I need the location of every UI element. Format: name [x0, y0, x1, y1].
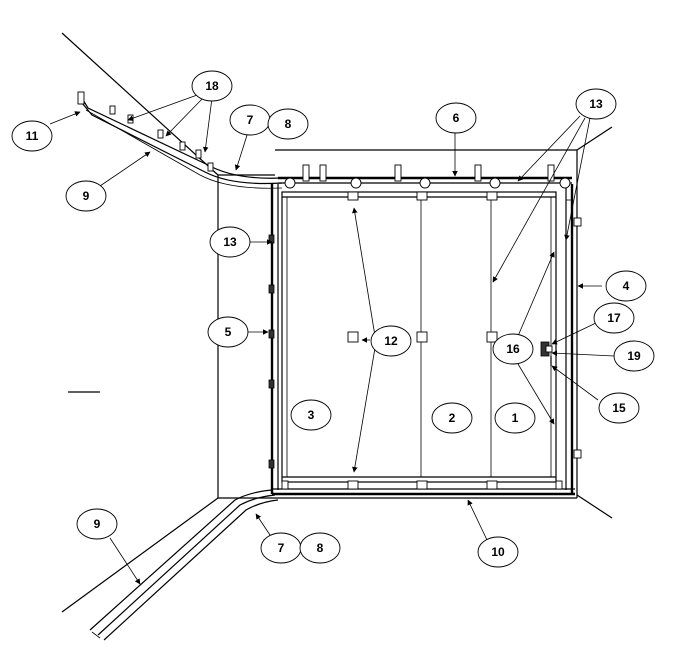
callout-8-bottom-label: 8 — [317, 541, 324, 555]
top-curved-rail — [77, 91, 283, 189]
callout-10: 10 — [477, 536, 519, 568]
callout-11-label: 11 — [26, 129, 39, 143]
callout-13-top: 13 — [575, 88, 617, 120]
callout-16-label: 16 — [506, 342, 520, 356]
bottom-curved-rail — [89, 489, 279, 641]
callout-19-label: 19 — [627, 349, 641, 363]
callout-11: 11 — [11, 120, 53, 152]
callout-5: 5 — [207, 316, 249, 348]
callout-17: 17 — [593, 302, 635, 334]
callout-1-label: 1 — [512, 411, 519, 425]
callout-3-label: 3 — [308, 408, 315, 422]
callout-6-label: 6 — [453, 111, 460, 125]
callout-4: 4 — [605, 270, 647, 302]
callout-12-label: 12 — [384, 334, 398, 348]
callout-13-left: 13 — [209, 226, 251, 258]
callout-9-top: 9 — [65, 180, 107, 212]
callout-16: 16 — [492, 333, 534, 365]
bottom-seal — [272, 488, 575, 496]
callout-3: 3 — [290, 399, 332, 431]
room-perspective-lines — [61, 32, 613, 613]
callout-5-label: 5 — [225, 325, 232, 339]
callout-9-bottom-label: 9 — [94, 517, 101, 531]
callout-7-8-bottom: 7 8 — [260, 532, 341, 564]
lock-hardware — [540, 341, 553, 366]
callout-13-top-label: 13 — [589, 97, 603, 111]
callout-13-left-label: 13 — [223, 235, 237, 249]
callout-15: 15 — [598, 392, 640, 424]
callout-1: 1 — [494, 402, 536, 434]
callout-9-top-label: 9 — [83, 189, 90, 203]
callout-7-8-top: 7 8 — [229, 104, 309, 140]
leader-lines — [49, 93, 615, 585]
callout-9-bottom: 9 — [76, 508, 118, 540]
callout-6: 6 — [435, 102, 477, 134]
callout-4-label: 4 — [623, 279, 630, 293]
panel-hinges — [281, 191, 563, 490]
callout-2: 2 — [431, 402, 473, 434]
callout-18: 18 — [191, 70, 233, 102]
callout-19: 19 — [613, 340, 655, 372]
left-side-guide — [268, 184, 279, 494]
callout-2-label: 2 — [449, 411, 456, 425]
callout-8-top-label: 8 — [285, 117, 292, 131]
callout-18-label: 18 — [205, 79, 219, 93]
callout-10-label: 10 — [491, 545, 505, 559]
callout-7-bottom-label: 7 — [278, 541, 285, 555]
callout-7-top-label: 7 — [247, 113, 254, 127]
top-rollers — [284, 164, 571, 189]
callout-12: 12 — [370, 325, 412, 357]
callout-17-label: 17 — [607, 311, 621, 325]
callout-15-label: 15 — [612, 401, 626, 415]
